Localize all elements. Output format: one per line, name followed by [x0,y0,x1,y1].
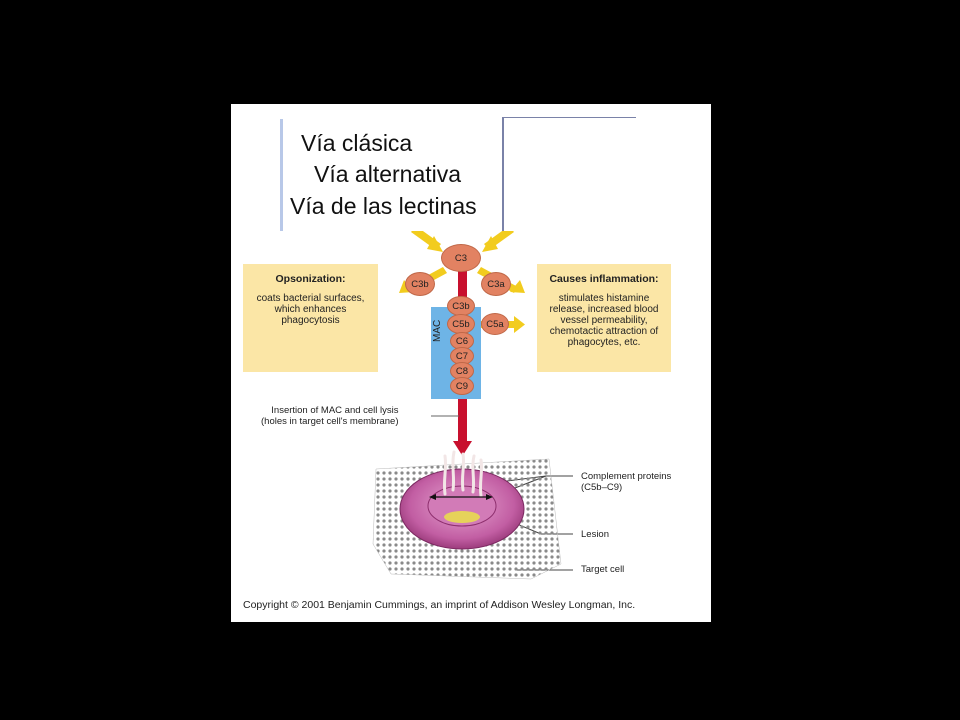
pathway-box-right [502,117,636,231]
pathway-list: Vía clásica Vía alternativa Vía de las l… [280,119,502,231]
molecule-c5a: C5a [481,313,509,335]
copyright-notice: Copyright © 2001 Benjamin Cummings, an i… [243,599,636,611]
complement-diagram: Vía clásica Vía alternativa Vía de las l… [231,104,711,622]
pathway-alternative: Vía alternativa [314,161,462,187]
molecule-c5b: C5b [447,314,475,334]
molecule-c8: C8 [450,362,474,380]
molecule-c9: C9 [450,377,474,395]
pathway-lectin: Vía de las lectinas [290,193,477,219]
lesion [444,511,480,523]
molecule-c3: C3 [441,244,481,272]
mac-label: MAC [432,319,443,342]
inflammation-text: stimulates histamine release, increased … [549,293,659,348]
central-arrow-head [453,441,472,456]
complement-strands [442,450,484,498]
target-cell-label: Target cell [581,564,625,575]
inflammation-title: Causes inflammation: [549,273,659,285]
complement-proteins-label: Complement proteins (C5b–C9) [581,471,671,493]
inflammation-panel: Causes inflammation: stimulates histamin… [537,264,671,372]
insertion-line-1: Insertion of MAC and cell lysis [271,405,399,416]
insertion-label: Insertion of MAC and cell lysis (holes i… [261,405,399,427]
pathway-classic: Vía clásica [301,130,413,156]
complement-line-1: Complement proteins [581,471,672,482]
complement-line-2: (C5b–C9) [581,482,623,493]
opsonization-panel: Opsonization: coats bacterial surfaces, … [243,264,378,372]
molecule-c3b-left: C3b [405,272,435,296]
insertion-line-2: (holes in target cell's membrane) [261,416,399,427]
molecule-c3b-chain: C3b [447,296,475,316]
molecule-c3a: C3a [481,272,511,296]
opsonization-title: Opsonization: [275,273,346,285]
opsonization-text: coats bacterial surfaces, which enhances… [256,293,365,326]
arrow-in-right [482,226,514,252]
arrow-in-left [411,226,443,252]
lesion-label: Lesion [581,529,609,540]
